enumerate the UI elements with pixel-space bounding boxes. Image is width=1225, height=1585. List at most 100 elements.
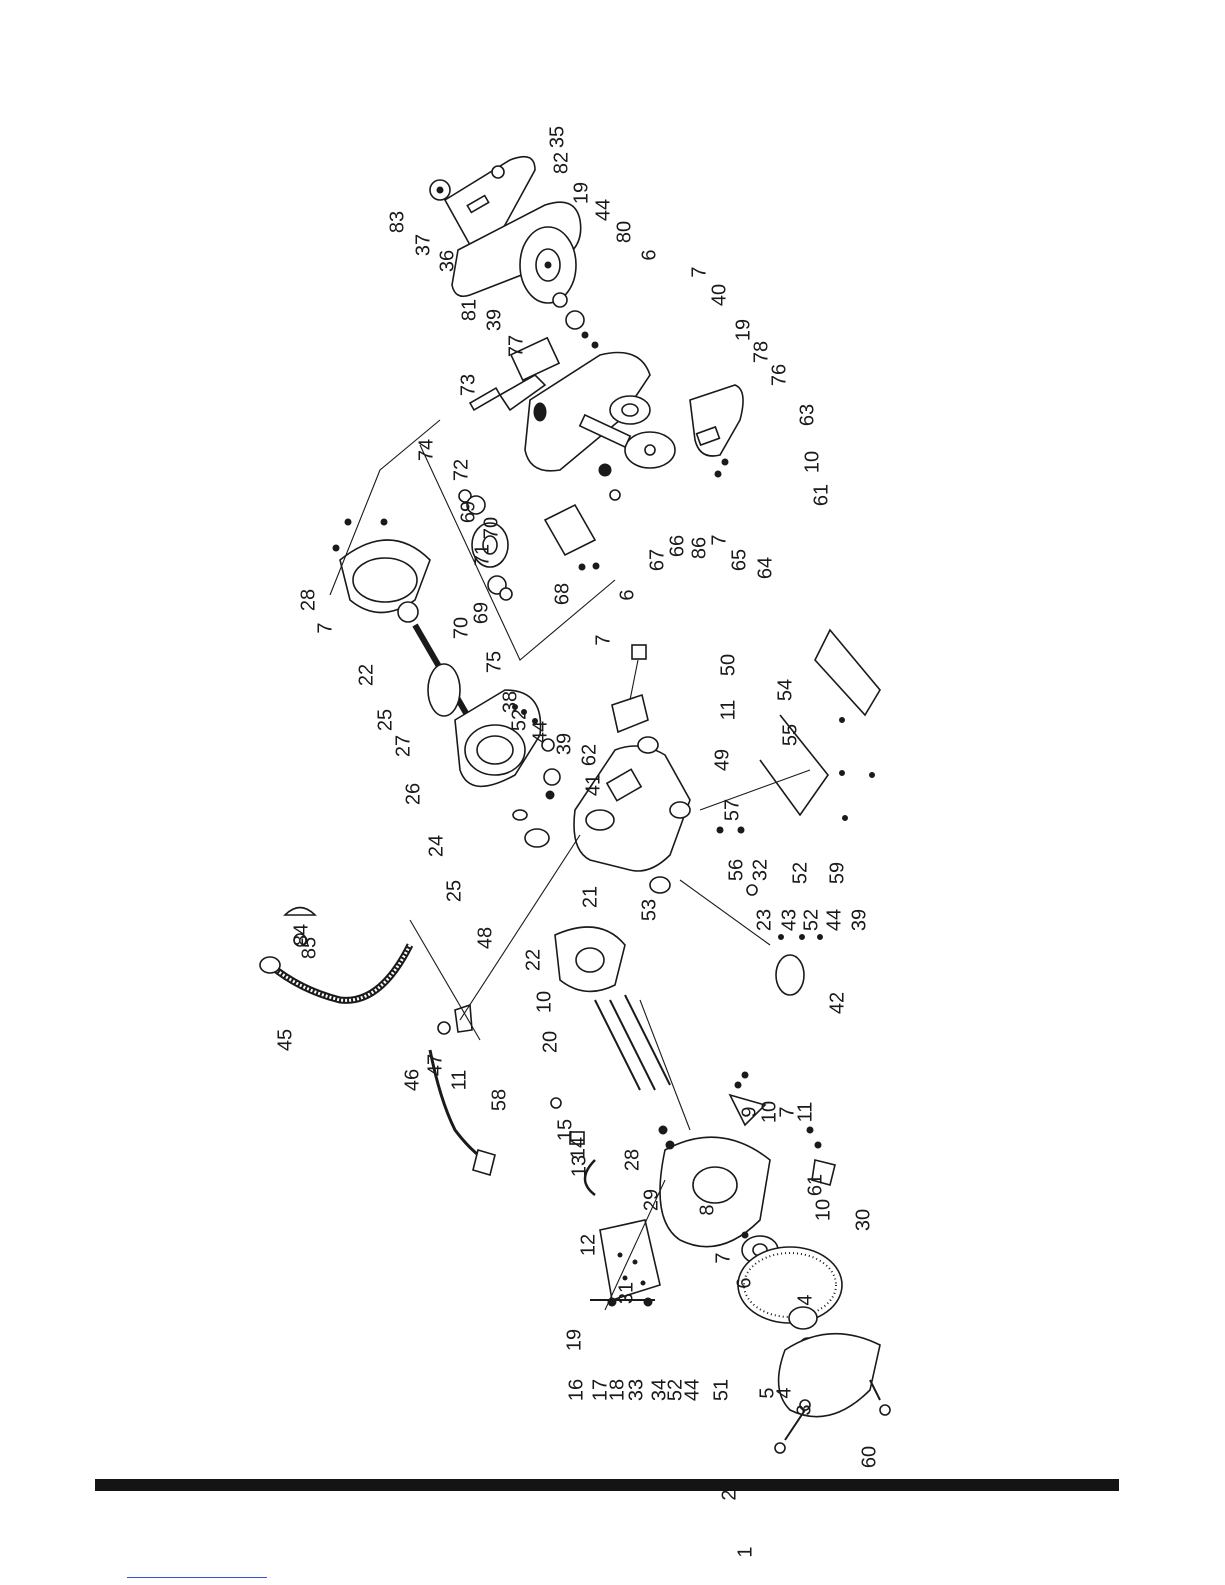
part-label-39: 39 — [848, 909, 870, 931]
cover-slot — [466, 194, 490, 214]
nut — [799, 934, 805, 940]
plate-screw — [842, 815, 848, 821]
part-label-33: 33 — [625, 1379, 647, 1401]
switch-wire — [629, 659, 639, 701]
plate-screw — [839, 770, 845, 776]
part-label-61: 61 — [804, 1174, 826, 1196]
part-label-17: 17 — [589, 1379, 611, 1401]
part-label-61: 61 — [810, 484, 832, 506]
part-label-22: 22 — [355, 664, 377, 686]
tool-rest-plate — [599, 1219, 661, 1302]
flexible-gooseneck — [267, 943, 414, 1004]
belt-pulley-center — [544, 261, 552, 269]
drive-wheel — [471, 522, 509, 568]
part-label-6: 6 — [733, 1277, 755, 1288]
motor-end-bell — [339, 539, 431, 614]
shield-clip — [569, 1131, 585, 1145]
eye-shield-bracket — [583, 1159, 596, 1196]
drive-wheel-hub — [482, 535, 498, 555]
screw — [806, 1126, 814, 1134]
part-label-74: 74 — [415, 439, 437, 461]
part-label-49: 49 — [711, 749, 733, 771]
part-label-43: 43 — [778, 909, 800, 931]
part-label-62: 62 — [578, 744, 600, 766]
rest-hole — [632, 1259, 638, 1265]
part-label-25: 25 — [443, 880, 465, 902]
part-label-59: 59 — [826, 862, 848, 884]
tension-lever — [498, 374, 547, 412]
spring — [533, 402, 547, 422]
cover-screw — [491, 165, 505, 179]
part-label-6: 6 — [616, 589, 638, 600]
part-label-64: 64 — [754, 557, 776, 579]
part-label-32: 32 — [749, 859, 771, 881]
lamp-and-cord — [259, 834, 581, 1177]
lamp-bulb — [293, 933, 307, 947]
leader — [604, 1179, 666, 1311]
part-label-37: 37 — [412, 234, 434, 256]
part-label-25: 25 — [374, 709, 396, 731]
part-label-7: 7 — [314, 622, 336, 633]
sanding-belt — [451, 201, 582, 298]
flange-hole — [644, 444, 656, 456]
nut — [591, 341, 599, 349]
leader-bracket — [329, 419, 441, 596]
capacitor-nut — [541, 738, 555, 752]
footer-rule — [95, 1479, 1119, 1491]
part-label-7: 7 — [688, 266, 710, 277]
part-label-73: 73 — [457, 374, 479, 396]
part-label-16: 16 — [565, 1379, 587, 1401]
part-label-29: 29 — [640, 1189, 662, 1211]
part-label-52: 52 — [664, 1379, 686, 1401]
part-label-39: 39 — [553, 733, 575, 755]
leader — [459, 834, 581, 1021]
part-label-48: 48 — [474, 927, 496, 949]
part-label-77: 77 — [505, 335, 527, 357]
part-label-10: 10 — [801, 451, 823, 473]
plate-screw — [578, 563, 586, 571]
arm-bracket — [509, 336, 561, 382]
part-label-55: 55 — [779, 724, 801, 746]
part-label-66: 66 — [666, 535, 688, 557]
leader — [639, 999, 691, 1131]
nut — [778, 934, 784, 940]
part-label-44: 44 — [592, 199, 614, 221]
part-label-7: 7 — [712, 1252, 734, 1263]
part-label-52: 52 — [789, 862, 811, 884]
through-bolt — [609, 999, 656, 1091]
bearing — [466, 495, 486, 515]
part-label-26: 26 — [402, 783, 424, 805]
part-label-24: 24 — [425, 835, 447, 857]
nut — [521, 709, 527, 715]
rubber-foot — [649, 876, 671, 894]
nut — [817, 934, 823, 940]
nut — [512, 704, 518, 710]
spark-deflector — [728, 1093, 767, 1127]
stator-opening — [464, 724, 526, 776]
part-label-14: 14 — [567, 1137, 589, 1159]
part-label-38: 38 — [499, 691, 521, 713]
cover-screw-head — [879, 1404, 891, 1416]
stator-core — [476, 735, 514, 765]
part-label-27: 27 — [392, 735, 414, 757]
part-label-58: 58 — [488, 1089, 510, 1111]
part-label-4: 4 — [773, 1387, 795, 1398]
leader-bracket — [419, 444, 616, 661]
part-label-57: 57 — [721, 799, 743, 821]
lamp-shade — [283, 906, 317, 916]
part-label-15: 15 — [554, 1119, 576, 1141]
base-port — [585, 809, 615, 831]
part-label-69: 69 — [470, 602, 492, 624]
end-bell-screw — [332, 544, 340, 552]
part-label-81: 81 — [458, 299, 480, 321]
cover-screw-shaft — [784, 1409, 806, 1441]
drive-disc-hub — [621, 403, 639, 417]
nut — [658, 1125, 668, 1135]
part-label-44: 44 — [823, 909, 845, 931]
belt-arm-assembly — [329, 155, 744, 661]
nut — [741, 1231, 749, 1239]
part-label-6: 6 — [638, 249, 660, 260]
part-label-80: 80 — [613, 221, 635, 243]
capacitor-cap — [543, 768, 561, 786]
